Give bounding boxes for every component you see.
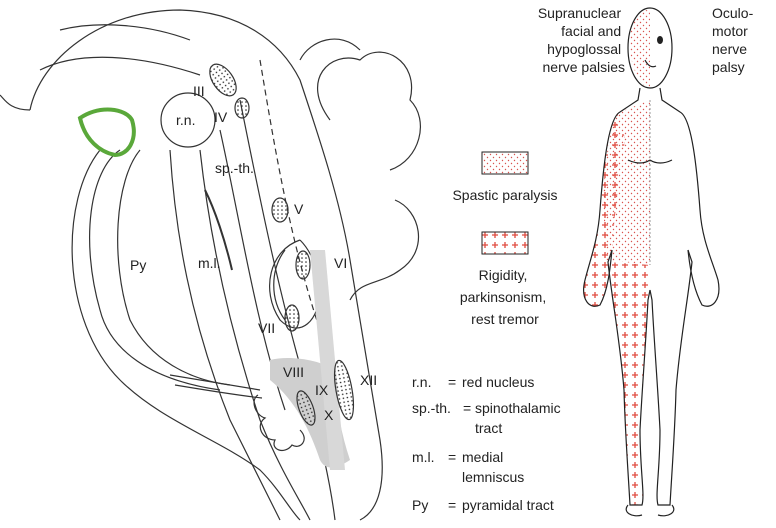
face-label: Supranuclear facial and hypoglossal nerv… <box>538 5 625 75</box>
legend-rigidity-line-1: Rigidity, <box>479 267 528 283</box>
legend-rigidity-label: Rigidity, parkinsonism, rest tremor <box>460 267 550 327</box>
eye-icon <box>657 36 663 44</box>
cerebellum-lower <box>350 200 419 300</box>
label-III: III <box>193 83 205 99</box>
tract-dashed <box>260 60 320 330</box>
nucleus-V <box>272 198 288 222</box>
nucleus-IV <box>235 98 249 118</box>
oculomotor-line-2: motor <box>712 23 748 39</box>
left-foot <box>626 505 642 516</box>
label-rn: r.n. <box>176 112 195 128</box>
legend-rigidity-line-2: parkinsonism, <box>460 289 546 305</box>
abbr-rn-def: red nucleus <box>462 374 534 390</box>
midbrain-curve-2 <box>40 57 200 75</box>
abbr-ml-def-1: medial <box>462 449 503 465</box>
face-label-line-2: facial and <box>561 23 621 39</box>
cerebellum-outline <box>318 52 421 170</box>
oculomotor-line-4: palsy <box>712 59 745 75</box>
right-leg-outline <box>650 250 692 505</box>
nucleus-VII <box>285 305 299 331</box>
nucleus-VI <box>296 251 310 279</box>
abbr-py-eq: = <box>448 497 456 513</box>
right-foot <box>658 505 674 516</box>
abbr-spth: sp.-th. <box>412 400 451 416</box>
legend: Spastic paralysis Rigidity, parkinsonism… <box>452 152 557 327</box>
oculomotor-line-3: nerve <box>712 41 747 57</box>
oculomotor-label: Oculo- motor nerve palsy <box>712 5 757 75</box>
legend-rigidity-line-3: rest tremor <box>471 311 539 327</box>
leg-rigidity-area <box>608 262 650 505</box>
label-py: Py <box>130 257 146 273</box>
label-VI: VI <box>334 255 347 271</box>
brainstem-outline-left <box>0 95 30 110</box>
legend-spastic-label: Spastic paralysis <box>452 187 557 203</box>
nucleus-III <box>204 60 241 101</box>
label-XII: XII <box>360 372 377 388</box>
label-IX: IX <box>315 382 329 398</box>
cerebellum-fold <box>300 39 360 60</box>
face-label-line-1: Supranuclear <box>538 5 622 21</box>
right-arm-outline <box>660 88 719 306</box>
label-X: X <box>324 407 334 423</box>
abbr-rn: r.n. <box>412 374 431 390</box>
label-spth: sp.-th. <box>215 160 254 176</box>
abbr-spth-eq: = <box>463 400 471 416</box>
label-VIII: VIII <box>283 364 304 380</box>
label-ml: m.l. <box>198 255 221 271</box>
abbr-ml: m.l. <box>412 449 435 465</box>
abbr-spth-def-2: tract <box>475 420 502 436</box>
label-IV: IV <box>214 109 228 125</box>
abbr-ml-def-2: lemniscus <box>462 469 524 485</box>
label-VII: VII <box>258 320 275 336</box>
abbr-ml-eq: = <box>448 449 456 465</box>
legend-dots-swatch <box>482 152 528 174</box>
oculomotor-line-1: Oculo- <box>712 5 754 21</box>
midbrain-top-curve <box>60 25 190 40</box>
abbreviation-list: r.n. = red nucleus sp.-th. = spinothalam… <box>412 374 561 513</box>
body-figure: Supranuclear facial and hypoglossal nerv… <box>538 5 757 516</box>
abbr-py: Py <box>412 497 428 513</box>
face-label-line-3: hypoglossal <box>547 41 621 57</box>
label-V: V <box>294 201 304 217</box>
lesion-outline <box>80 110 134 155</box>
abbr-rn-eq: = <box>448 374 456 390</box>
face-label-line-4: nerve palsies <box>543 59 626 75</box>
legend-crosses-swatch <box>482 232 528 254</box>
abbr-spth-def-1: spinothalamic <box>475 400 561 416</box>
chest-line-right <box>650 160 672 163</box>
abbr-py-def: pyramidal tract <box>462 497 554 513</box>
